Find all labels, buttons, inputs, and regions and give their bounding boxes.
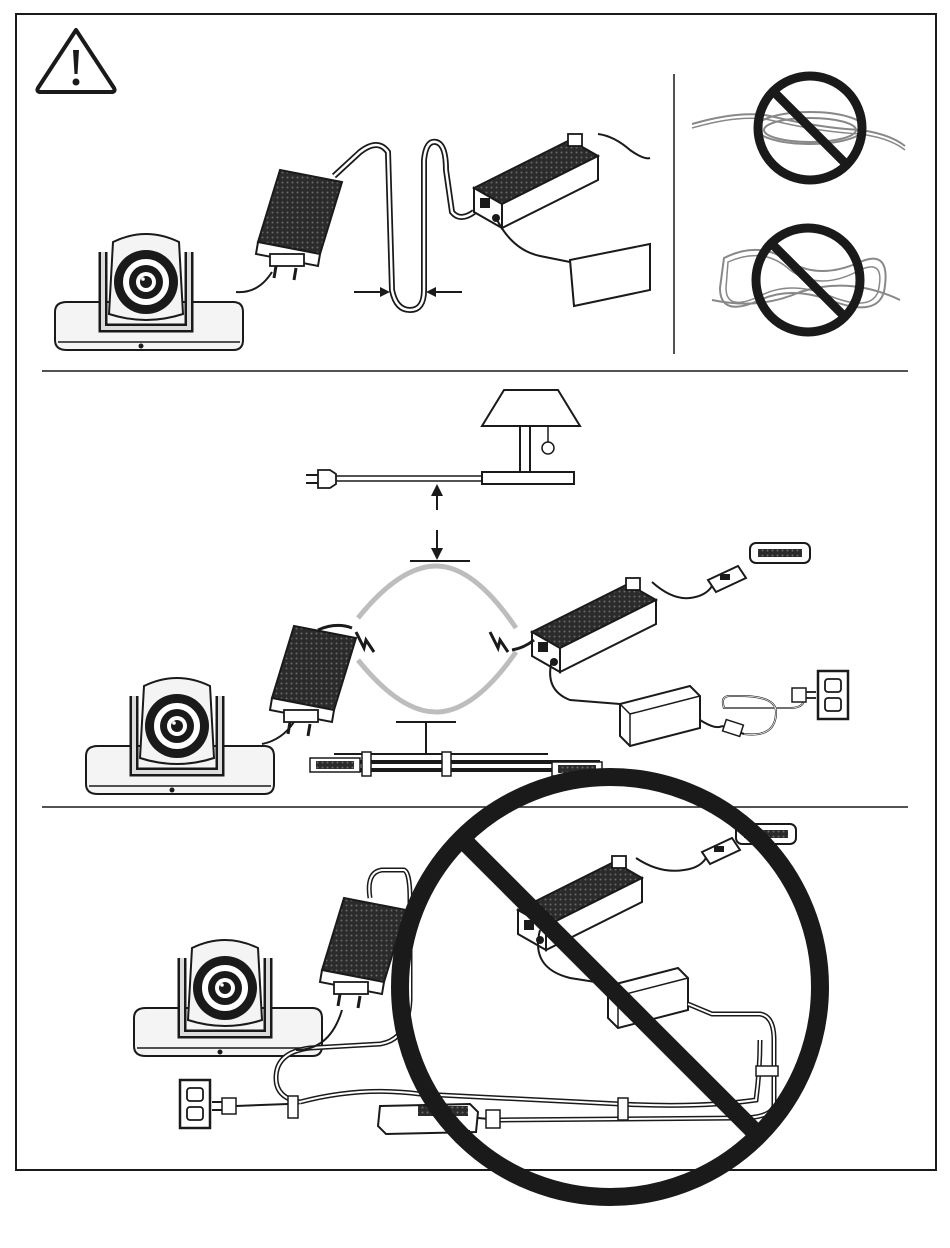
- display-cable-plug: [708, 566, 746, 592]
- cable-routing-interference-panel: [86, 390, 848, 794]
- display-cable: [652, 582, 712, 598]
- interference-mark-right: [490, 632, 508, 652]
- camera-cable: [236, 272, 272, 292]
- power-brick: [570, 244, 650, 306]
- cable-arc-lower: [358, 652, 516, 712]
- interface-cable-stub: [512, 640, 534, 650]
- wall-plug: [212, 1098, 288, 1114]
- camera-adapter-box: [270, 626, 356, 736]
- camera-unit: [134, 940, 322, 1056]
- interference-mark-left: [356, 632, 374, 652]
- display-connector: [750, 543, 810, 563]
- display-cable-plug: [702, 838, 740, 864]
- wall-outlet: [180, 1080, 210, 1128]
- adapter-cable-stub: [318, 625, 352, 630]
- bend-radius-arrows: [354, 287, 462, 297]
- lamp: [306, 390, 580, 488]
- cable-tie: [618, 1098, 628, 1120]
- power-cord: [722, 688, 816, 736]
- cable-bend-and-coil-panel: [55, 76, 905, 350]
- prohibited-routing-panel: [134, 777, 820, 1197]
- cable-tie: [288, 1096, 298, 1118]
- interface-box: [474, 134, 598, 228]
- camera-adapter-box: [256, 170, 342, 280]
- prohibited-icon: [400, 777, 820, 1197]
- warning-icon: [37, 30, 114, 92]
- looped-cable: [334, 142, 474, 310]
- cable-arc-upper: [358, 566, 516, 628]
- interface-box: [532, 578, 656, 672]
- bundled-floor-cables: [310, 752, 602, 776]
- display-cable: [598, 134, 650, 158]
- coiled-cable-prohibited: [692, 76, 905, 180]
- wall-outlet: [818, 671, 848, 719]
- display-cable: [636, 858, 706, 871]
- power-brick: [620, 686, 700, 746]
- camera-unit: [55, 234, 243, 350]
- camera-unit: [86, 678, 274, 794]
- bundled-cable-prohibited: [712, 228, 900, 332]
- cable-tie: [756, 1066, 778, 1076]
